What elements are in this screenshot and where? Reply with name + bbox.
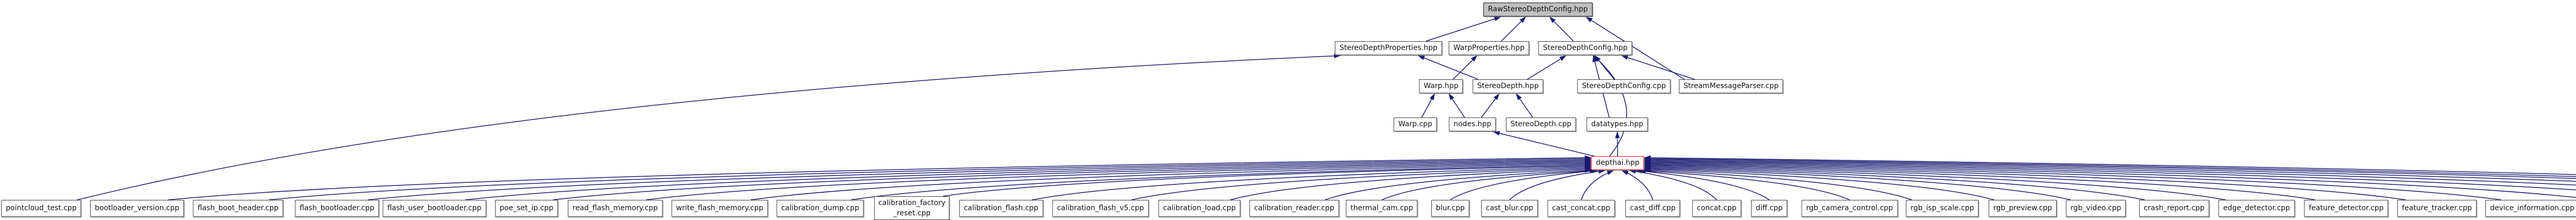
graph-node-thermal_cam[interactable]: thermal_cam.cpp <box>1346 200 1418 217</box>
graph-node-raw[interactable]: RawStereoDepthConfig.hpp <box>1483 3 1592 16</box>
edge-calibration_load-to-depthai <box>1230 166 1591 200</box>
edge-queue_add_callback-to-depthai <box>1644 158 2576 182</box>
edge-nodes_hpp-to-sd_hpp <box>1481 93 1500 118</box>
graph-node-calibration_reader[interactable]: calibration_reader.cpp <box>1249 200 1339 217</box>
graph-node-bootloader_version[interactable]: bootloader_version.cpp <box>90 200 184 217</box>
edge-flash_user_bootloader-to-depthai <box>465 158 1591 200</box>
graph-node-concat[interactable]: concat.cpp <box>1692 200 1741 217</box>
edge-sdprops-to-raw <box>1426 16 1501 42</box>
edge-cast_diff-to-depthai <box>1621 170 1653 200</box>
graph-node-cast_concat[interactable]: cast_concat.cpp <box>1547 200 1615 217</box>
edge-poe_set_ip-to-depthai <box>553 159 1591 200</box>
edge-depthai-to-sdcfg_hpp <box>1592 55 1627 157</box>
edge-device_information-to-depthai <box>1644 161 2502 200</box>
graph-node-sd_hpp[interactable]: StereoDepth.hpp <box>1472 79 1544 93</box>
edge-thermal_cam-to-depthai <box>1381 168 1597 200</box>
graph-node-calibration_dump[interactable]: calibration_dump.cpp <box>776 200 864 217</box>
edge-warpprops-to-raw <box>1501 16 1526 42</box>
graph-node-warp_hpp[interactable]: Warp.hpp <box>1419 79 1463 93</box>
edge-sd_hpp-to-sdcfg_hpp <box>1527 55 1567 80</box>
edge-diff-to-depthai <box>1635 168 1770 200</box>
edge-flash_boot_header-to-depthai <box>268 156 1591 200</box>
graph-node-flash_boot_header[interactable]: flash_boot_header.cpp <box>193 200 283 217</box>
graph-node-blur[interactable]: blur.cpp <box>1431 200 1470 217</box>
graph-node-calibration_flash_v5[interactable]: calibration_flash_v5.cpp <box>1052 200 1149 217</box>
edge-rgb_isp_scale-to-depthai <box>1644 168 1912 200</box>
edge-crash_report-to-depthai <box>1644 165 2145 200</box>
edge-nodes_hpp-to-warp_hpp <box>1448 93 1465 118</box>
graph-node-flash_bootloader[interactable]: flash_bootloader.cpp <box>295 200 379 217</box>
edge-calibration_dump-to-depthai <box>851 162 1591 200</box>
edge-calibration_flash_v5-to-depthai <box>1131 165 1591 200</box>
edge-rgb_camera_control-to-depthai <box>1639 168 1850 200</box>
graph-node-cast_blur[interactable]: cast_blur.cpp <box>1481 200 1538 217</box>
graph-node-smp[interactable]: StreamMessageParser.cpp <box>1679 79 1784 93</box>
edge-opencv_support-to-depthai <box>1644 159 2576 185</box>
graph-node-read_flash_memory[interactable]: read_flash_memory.cpp <box>568 200 663 217</box>
edge-warp_cpp-to-warp_hpp <box>1421 93 1435 118</box>
graph-node-write_flash_memory[interactable]: write_flash_memory.cpp <box>671 200 768 217</box>
edge-apriltag_rgb-to-depthai <box>1644 156 2576 177</box>
graph-node-edge_detector[interactable]: edge_detector.cpp <box>2218 200 2295 217</box>
graph-node-feature_tracker[interactable]: feature_tracker.cpp <box>2397 200 2477 217</box>
graph-node-cast_diff[interactable]: cast_diff.cpp <box>1625 200 1681 217</box>
graph-node-device_information[interactable]: device_information.cpp <box>2485 200 2576 217</box>
graph-node-rgb_camera_control[interactable]: rgb_camera_control.cpp <box>1801 200 1898 217</box>
edge-cast_blur-to-depthai <box>1509 169 1605 200</box>
edge-depthai-to-datatypes <box>1615 131 1620 157</box>
graph-node-feature_detector[interactable]: feature_detector.cpp <box>2304 200 2388 217</box>
edge-bootloader_config-to-depthai <box>1644 155 2576 175</box>
edge-sd_hpp-to-sdprops <box>1418 55 1479 80</box>
edge-feature_tracker-to-depthai <box>1644 162 2406 200</box>
graph-node-datatypes[interactable]: datatypes.hpp <box>1586 117 1648 131</box>
graph-node-sd_cpp[interactable]: StereoDepth.cpp <box>1505 117 1577 131</box>
edge-sd_cpp-to-sd_hpp <box>1516 93 1533 118</box>
edge-feature_detector-to-depthai <box>1644 163 2316 200</box>
edge-smp-to-sdcfg_hpp <box>1621 55 1695 80</box>
edge-blur-to-depthai <box>1450 168 1598 200</box>
graph-node-sdprops[interactable]: StereoDepthProperties.hpp <box>1334 41 1443 55</box>
graph-node-rgb_preview[interactable]: rgb_preview.cpp <box>1988 200 2057 217</box>
edge-rgb_video-to-depthai <box>1644 166 2071 200</box>
graph-node-flash_user_bootloader[interactable]: flash_user_bootloader.cpp <box>382 200 486 217</box>
graph-node-crash_report[interactable]: crash_report.cpp <box>2139 200 2209 217</box>
graph-node-rgb_video[interactable]: rgb_video.cpp <box>2065 200 2126 217</box>
edge-smp-to-raw <box>1585 16 1685 80</box>
edge-apriltag-to-depthai <box>1644 157 2576 179</box>
graph-node-warp_cpp[interactable]: Warp.cpp <box>1393 117 1437 131</box>
graph-node-rgb_isp_scale[interactable]: rgb_isp_scale.cpp <box>1906 200 1979 217</box>
edge-flash_bootloader-to-depthai <box>367 157 1591 200</box>
graph-node-diff[interactable]: diff.cpp <box>1751 200 1788 217</box>
graph-node-calibration_flash[interactable]: calibration_flash.cpp <box>959 200 1043 217</box>
edge-device_queue_event-to-depthai <box>1644 160 2576 191</box>
graph-node-pointcloud_test[interactable]: pointcloud_test.cpp <box>1 200 81 217</box>
graph-node-poe_set_ip[interactable]: poe_set_ip.cpp <box>495 200 558 217</box>
graph-node-warpprops[interactable]: WarpProperties.hpp <box>1448 41 1530 55</box>
graph-node-sdcfg_hpp[interactable]: StereoDepthConfig.hpp <box>1538 41 1633 55</box>
graph-node-sdcfg_cpp[interactable]: StereoDepthConfig.cpp <box>1577 79 1671 93</box>
edge-calibration_flash-to-depthai <box>1031 164 1591 200</box>
edge-read_flash_memory-to-depthai <box>646 160 1591 200</box>
graph-node-calibration_load[interactable]: calibration_load.cpp <box>1158 200 1241 217</box>
edge-warp_hpp-to-warpprops <box>1452 55 1478 80</box>
edge-bootloader_version-to-depthai <box>167 155 1591 200</box>
edge-sdcfg_hpp-to-raw <box>1549 16 1574 42</box>
graph-node-calibration_factory_reset[interactable]: calibration_factory _reset.cpp <box>874 196 950 220</box>
graph-node-nodes_hpp[interactable]: nodes.hpp <box>1449 117 1496 131</box>
edge-depthai-to-nodes_hpp <box>1493 131 1595 157</box>
edge-cast_concat-to-depthai <box>1581 170 1614 200</box>
edge-calibration_factory_reset-to-depthai <box>942 163 1591 197</box>
edge-write_flash_memory-to-depthai <box>750 161 1591 200</box>
edge-edge_detector-to-depthai <box>1644 164 2226 200</box>
edge-pointcloud_test-to-sdprops <box>77 54 1341 200</box>
edge-rgb_preview-to-depthai <box>1644 167 1994 200</box>
graph-node-depthai[interactable]: depthai.hpp <box>1591 156 1645 170</box>
edge-device_logging-to-depthai <box>1644 160 2576 198</box>
edge-calibration_reader-to-depthai <box>1325 168 1591 200</box>
